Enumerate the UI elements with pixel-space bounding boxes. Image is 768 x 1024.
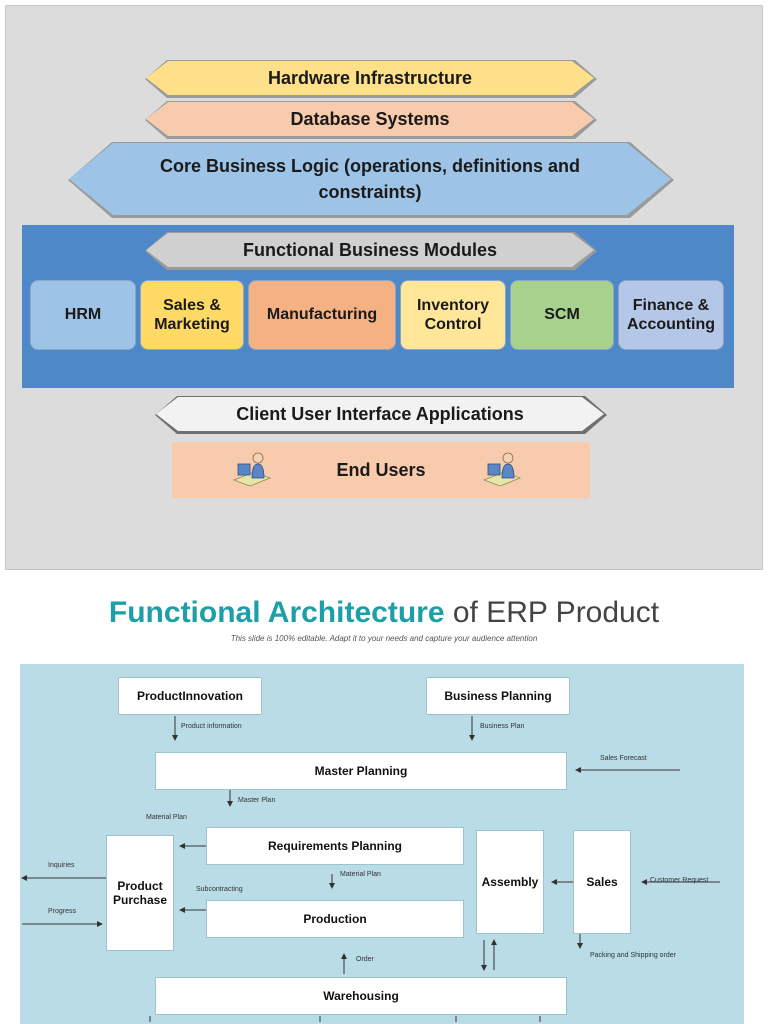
box-requirements-planning: Requirements Planning [206, 827, 464, 865]
module-scm: SCM [510, 280, 614, 350]
box-warehousing: Warehousing [155, 977, 567, 1015]
functional-modules-banner: Functional Business Modules [145, 232, 597, 270]
module-finance-accounting: Finance & Accounting [618, 280, 724, 350]
label-inquiries: Inquiries [48, 862, 75, 869]
database-layer-label: Database Systems [146, 102, 594, 136]
erp-diagram-title-bold: Functional Architecture [108, 596, 445, 629]
box-requirements-planning-label: Requirements Planning [267, 839, 403, 853]
label-product-information: Product information [181, 723, 242, 730]
label-progress: Progress [48, 908, 77, 915]
box-business-planning-label: Business Planning [444, 689, 552, 703]
box-sales-label: Sales [586, 875, 618, 889]
module-hrm: HRM [30, 280, 136, 350]
module-inventory-control: Inventory Control [400, 280, 506, 350]
module-scm-label: SCM [544, 306, 580, 324]
label-sales-forecast: Sales Forecast [600, 755, 647, 762]
box-warehousing-label: Warehousing [323, 989, 399, 1003]
box-sales: Sales [573, 830, 631, 934]
erp-diagram-title-rest: of ERP Product [444, 596, 660, 629]
module-inventory-control-label: Inventory Control [416, 296, 489, 333]
module-manufacturing: Manufacturing [248, 280, 396, 350]
box-product-purchase-label: Product Purchase [112, 879, 168, 907]
label-packing-shipping: Packing and Shipping order [590, 952, 677, 959]
core-logic-label: Core Business Logic (operations, definit… [69, 143, 671, 215]
user-at-computer-icon [482, 452, 522, 486]
box-production-label: Production [303, 912, 367, 926]
label-material-plan-mid: Material Plan [340, 871, 381, 878]
core-logic-layer: Core Business Logic (operations, definit… [68, 142, 674, 218]
box-production: Production [206, 900, 464, 938]
label-customer-request: Customer Request [650, 877, 709, 884]
label-material-plan-left: Material Plan [146, 814, 187, 821]
database-layer: Database Systems [145, 101, 597, 139]
module-manufacturing-label: Manufacturing [266, 306, 378, 324]
box-master-planning: Master Planning [155, 752, 567, 790]
label-order: Order [356, 956, 374, 963]
box-product-purchase: Product Purchase [106, 835, 174, 951]
box-assembly: Assembly [476, 830, 544, 934]
end-users-label: End Users [336, 459, 426, 480]
client-ui-layer: Client User Interface Applications [155, 396, 607, 434]
erp-diagram-subtitle: This slide is 100% editable. Adapt it to… [230, 634, 538, 643]
box-master-planning-label: Master Planning [314, 764, 408, 778]
user-at-computer-icon [232, 452, 272, 486]
functional-modules-label: Functional Business Modules [146, 233, 594, 267]
box-product-innovation: ProductInnovation [118, 677, 262, 715]
box-assembly-label: Assembly [481, 875, 539, 889]
label-subcontracting: Subcontracting [196, 886, 243, 893]
hardware-layer: Hardware Infrastructure [145, 60, 597, 98]
erp-diagram-title: Functional Architecture of ERP Product [0, 596, 768, 630]
module-hrm-label: HRM [64, 306, 102, 324]
box-business-planning: Business Planning [426, 677, 570, 715]
module-finance-accounting-label: Finance & Accounting [627, 296, 715, 333]
label-business-plan: Business Plan [480, 723, 525, 730]
label-master-plan: Master Plan [238, 797, 276, 804]
hardware-layer-label: Hardware Infrastructure [146, 61, 594, 95]
client-ui-label: Client User Interface Applications [156, 397, 604, 431]
module-sales-marketing: Sales & Marketing [140, 280, 244, 350]
box-product-innovation-label: ProductInnovation [137, 689, 243, 703]
module-sales-marketing-label: Sales & Marketing [154, 296, 230, 333]
